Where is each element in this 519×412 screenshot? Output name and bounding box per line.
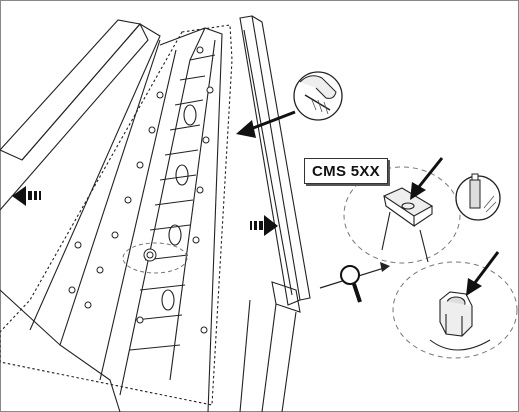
mounting-area-outline xyxy=(0,24,233,406)
black-pointer-arrow-icon xyxy=(236,110,296,138)
sensor-detail-ellipse xyxy=(343,166,461,264)
housing-screws xyxy=(68,46,214,334)
side-strip-part xyxy=(239,15,311,412)
black-pointer-arrow-icon xyxy=(410,157,444,200)
magnifying-glass-icon xyxy=(319,262,390,303)
dashed-direction-arrow-icon xyxy=(12,186,41,206)
left-cover-panel xyxy=(0,19,161,412)
housing-body xyxy=(99,27,223,412)
cleaning-spray-bottle-icon xyxy=(455,173,501,221)
screw-highlight-ellipse xyxy=(122,242,188,274)
dashed-direction-arrow-icon xyxy=(250,215,278,236)
hex-nut-part xyxy=(429,291,491,351)
hand-holding-scraper-icon xyxy=(293,71,343,121)
nut-detail-ellipse xyxy=(392,261,518,359)
black-pointer-arrow-icon xyxy=(466,251,500,296)
sensor-bracket-part xyxy=(381,187,434,263)
model-label: CMS 5XX xyxy=(304,158,388,184)
